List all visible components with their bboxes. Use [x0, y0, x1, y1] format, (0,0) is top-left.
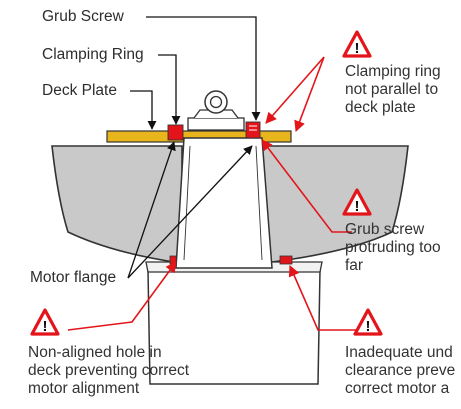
deck-section-left — [51, 145, 183, 263]
warning-text-inadequate-clearance: Inadequate und clearance preve correct m… — [345, 344, 456, 397]
label-clamping-ring: Clamping Ring — [42, 46, 144, 63]
leader-grub-screw — [146, 16, 261, 121]
warning-leader-ring-1 — [265, 56, 325, 124]
warning-leader-ring-2 — [294, 56, 325, 133]
warning-triangle-icon: ! — [342, 30, 372, 58]
leader-clamping-ring — [158, 54, 181, 125]
label-motor-flange: Motor flange — [30, 269, 117, 286]
flange-hole-right — [279, 255, 293, 265]
warning-text-grub-screw: Grub screw protruding too far — [345, 221, 441, 274]
warning-leader-clearance — [288, 264, 356, 331]
clamping-ring-left — [167, 124, 184, 141]
svg-text:!: ! — [43, 318, 48, 335]
warning-leader-hole — [67, 261, 177, 331]
svg-text:!: ! — [355, 198, 360, 215]
svg-text:!: ! — [366, 318, 371, 335]
warning-leader-grub — [261, 139, 352, 233]
warning-text-clamping-ring: Clamping ring not parallel to deck plate — [345, 63, 441, 116]
label-deck-plate: Deck Plate — [42, 82, 117, 99]
leader-motor-flange-2 — [127, 145, 253, 279]
shaft-edge-left — [183, 145, 191, 261]
label-grub-screw: Grub Screw — [42, 8, 124, 25]
warning-triangle-icon: ! — [30, 308, 60, 336]
deck-section-right — [261, 145, 409, 263]
leader-motor-flange-1 — [127, 141, 176, 279]
warning-text-non-aligned-hole: Non-aligned hole in deck preventing corr… — [28, 344, 190, 397]
lifting-eye-hole — [209, 95, 223, 109]
mounting-block — [187, 117, 245, 131]
warning-triangle-icon: ! — [342, 188, 372, 216]
motor-shaft — [175, 137, 273, 269]
leader-deck-plate — [130, 90, 157, 130]
svg-text:!: ! — [355, 40, 360, 57]
shaft-edge-right — [255, 145, 263, 261]
warning-triangle-icon: ! — [353, 308, 383, 336]
